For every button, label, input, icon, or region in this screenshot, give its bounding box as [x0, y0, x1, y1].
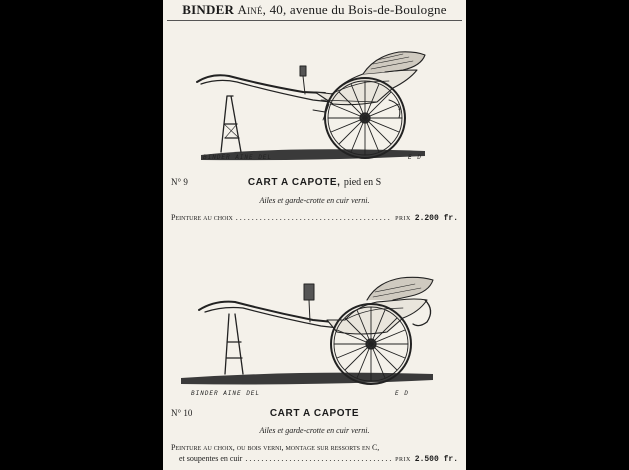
price-label: PRIX [395, 216, 411, 222]
illustration-credit: BINDER AINE DEL [191, 390, 261, 397]
item-title: CART A CAPOTE [163, 408, 466, 419]
header-rule [167, 20, 462, 21]
paint-option-continued: et soupentes en cuir [179, 454, 243, 463]
price-value: 2.200 fr. [414, 214, 458, 223]
item-number: N° 10 [171, 408, 193, 418]
leader-dots: ........................................… [245, 454, 392, 463]
svg-text:3: 3 [398, 106, 401, 112]
price-line: et soupentes en cuir ...................… [171, 454, 458, 464]
illustration-credit: BINDER AINE DEL [203, 154, 273, 161]
cart-illustration-9: 3 [196, 51, 426, 161]
cart-illustration-10 [181, 276, 434, 385]
maker-suffix: Ainé [237, 2, 263, 17]
page-header: BINDER Ainé, 40, avenue du Bois-de-Boulo… [163, 2, 466, 18]
item-description: Ailes et garde-crotte en cuir verni. [259, 196, 370, 205]
paint-option: Peinture au choix, ou bois verni, montag… [171, 443, 380, 452]
item-title-main: CART A CAPOTE [269, 408, 360, 419]
engraver-initials: E D [408, 154, 422, 161]
leader-dots: ........................................… [235, 213, 392, 222]
catalog-page: BINDER Ainé, 40, avenue du Bois-de-Boulo… [163, 0, 466, 470]
price-value: 2.500 fr. [414, 455, 458, 464]
item-number: N° 9 [171, 177, 188, 187]
price-line: Peinture au choix ......................… [171, 213, 458, 223]
maker-name: BINDER [182, 2, 235, 17]
item-title-main: CART A CAPOTE, [247, 177, 341, 188]
price-label: PRIX [395, 457, 411, 463]
item-title-suffix: pied en S [343, 177, 382, 188]
item-title: CART A CAPOTE, pied en S [163, 177, 466, 188]
paint-option: Peinture au choix [171, 213, 233, 222]
maker-address: , 40, avenue du Bois-de-Boulogne [262, 2, 447, 17]
engraver-initials: E D [395, 390, 409, 397]
item-description: Ailes et garde-crotte en cuir verni. [259, 426, 370, 435]
